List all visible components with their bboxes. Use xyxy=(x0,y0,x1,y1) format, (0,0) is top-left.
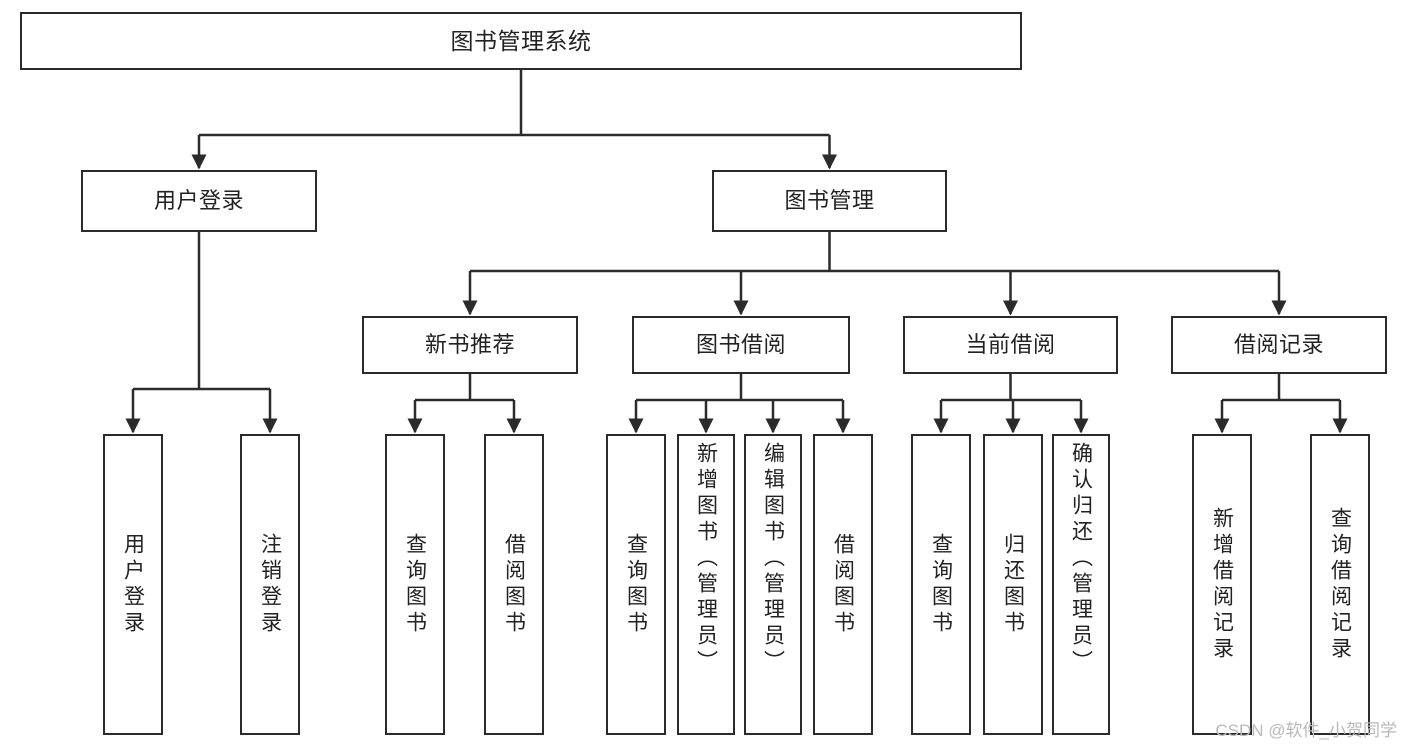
node-bookmgmt[interactable]: 图书管理 xyxy=(712,170,947,232)
node-b4[interactable]: 借阅图书 xyxy=(813,434,873,735)
node-root[interactable]: 图书管理系统 xyxy=(20,12,1022,70)
node-label: 用户登录 xyxy=(153,187,244,213)
node-n1[interactable]: 查询图书 xyxy=(385,434,445,735)
node-c1[interactable]: 查询图书 xyxy=(911,434,971,735)
node-borrow[interactable]: 图书借阅 xyxy=(632,316,850,374)
node-current[interactable]: 当前借阅 xyxy=(903,316,1118,374)
node-label: 图书管理系统 xyxy=(450,27,592,54)
node-label: 新书推荐 xyxy=(424,331,515,357)
node-label: 用户登录 xyxy=(121,532,145,637)
node-label: 图书管理 xyxy=(784,187,875,213)
node-records[interactable]: 借阅记录 xyxy=(1171,316,1387,374)
node-label: 图书借阅 xyxy=(695,331,786,357)
node-label: 借阅图书 xyxy=(831,532,855,637)
node-c2[interactable]: 归还图书 xyxy=(983,434,1043,735)
watermark-label: CSDN @软件_小贺同学 xyxy=(1215,721,1397,740)
node-label: 查询图书 xyxy=(403,532,427,637)
node-label: 借阅记录 xyxy=(1233,331,1324,357)
node-label: 新增借阅记录 xyxy=(1210,506,1234,663)
node-label: 当前借阅 xyxy=(965,331,1056,357)
node-label: 查询图书 xyxy=(624,532,648,637)
node-newbook[interactable]: 新书推荐 xyxy=(362,316,578,374)
node-n2[interactable]: 借阅图书 xyxy=(484,434,544,735)
node-c3[interactable]: 确认归还（管理员） xyxy=(1052,434,1110,735)
node-l2[interactable]: 注销登录 xyxy=(240,434,300,735)
node-b2[interactable]: 新增图书（管理员） xyxy=(677,434,735,735)
node-label: 查询图书 xyxy=(929,532,953,637)
node-l1[interactable]: 用户登录 xyxy=(103,434,163,735)
node-login[interactable]: 用户登录 xyxy=(81,170,317,232)
node-label: 查询借阅记录 xyxy=(1328,506,1352,663)
node-label: 新增图书（管理员） xyxy=(694,442,718,676)
node-label: 借阅图书 xyxy=(502,532,526,637)
node-r1[interactable]: 新增借阅记录 xyxy=(1192,434,1252,735)
node-label: 确认归还（管理员） xyxy=(1069,442,1093,676)
node-b3[interactable]: 编辑图书（管理员） xyxy=(744,434,802,735)
node-b1[interactable]: 查询图书 xyxy=(606,434,666,735)
node-label: 注销登录 xyxy=(258,532,282,637)
node-r2[interactable]: 查询借阅记录 xyxy=(1310,434,1370,735)
node-label: 编辑图书（管理员） xyxy=(761,442,785,676)
node-label: 归还图书 xyxy=(1001,532,1025,637)
